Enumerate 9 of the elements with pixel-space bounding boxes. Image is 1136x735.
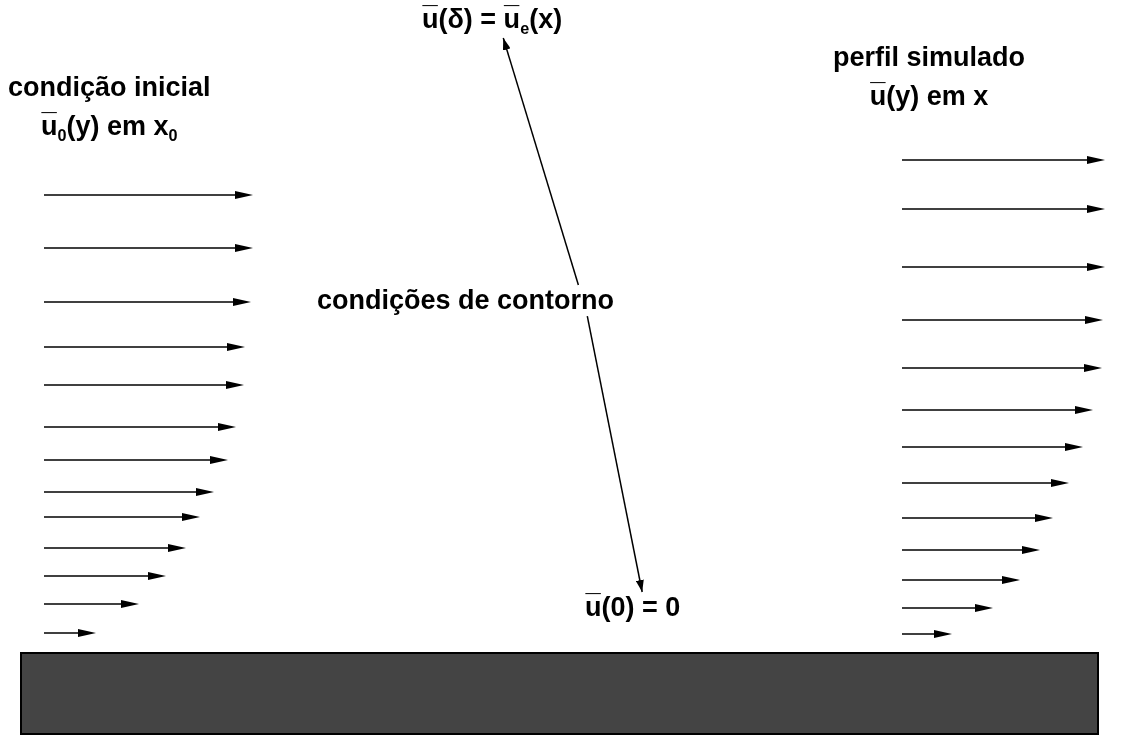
arrow — [586, 315, 644, 593]
label-text: u̅(y) em x — [869, 81, 989, 113]
label-text: u̅(δ) = u̅$_{e}$(x) — [422, 4, 563, 38]
arrow — [502, 37, 580, 286]
label-text: condições de contorno — [317, 285, 615, 317]
label-text: perfil simulado — [833, 42, 1026, 74]
label-text: condição inicial — [8, 72, 211, 104]
label-text: u̅(0) = 0 — [585, 592, 681, 624]
label-text: u̅$_{0}$(y) em x$_{0}$ — [41, 111, 178, 146]
